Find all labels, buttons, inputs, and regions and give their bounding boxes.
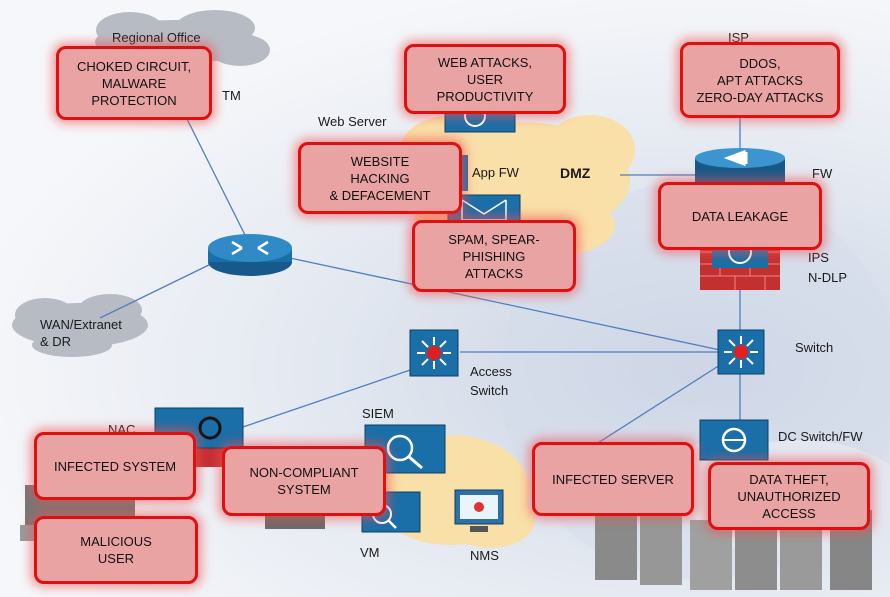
threat-website-hacking: WEBSITE HACKING & DEFACEMENT (298, 142, 462, 214)
vm-label: VM (360, 545, 380, 560)
access-switch-icon (409, 329, 459, 377)
threat-non-compliant: NON-COMPLIANT SYSTEM (222, 446, 386, 516)
nms-label: NMS (470, 548, 499, 563)
threat-web-attacks: WEB ATTACKS, USER PRODUCTIVITY (404, 44, 566, 114)
threat-data-theft: DATA THEFT, UNAUTHORIZED ACCESS (708, 462, 870, 530)
threat-choked-circuit: CHOKED CIRCUIT, MALWARE PROTECTION (56, 46, 212, 120)
dc-switch-firewall-icon (699, 419, 769, 461)
access-switch-label: Access Switch (470, 364, 512, 398)
threat-ddos: DDOS, APT ATTACKS ZERO-DAY ATTACKS (680, 42, 840, 118)
isp-label: ISP (728, 30, 749, 45)
regional-office-label: Regional Office (112, 30, 201, 45)
ndlp-label: N-DLP (808, 270, 848, 285)
switch-label: Switch (795, 340, 834, 355)
web-server-label: Web Server (318, 114, 387, 129)
siem-label: SIEM (362, 406, 394, 421)
core-switch-icon (717, 329, 765, 375)
wan-extranet-label: WAN/Extranet & DR (40, 317, 122, 349)
threat-infected-server: INFECTED SERVER (532, 442, 694, 516)
app-fw-label: App FW (472, 165, 519, 180)
nms-icon (454, 489, 504, 532)
threat-data-leakage: DATA LEAKAGE (658, 182, 822, 250)
fw-label: FW (812, 166, 833, 181)
network-links (99, 104, 741, 449)
dc-switch-fw-label: DC Switch/FW (778, 429, 863, 444)
router-icon (208, 234, 292, 276)
threat-spam-phishing: SPAM, SPEAR- PHISHING ATTACKS (412, 220, 576, 292)
utm-label: TM (222, 88, 241, 103)
threat-malicious-user: MALICIOUS USER (34, 516, 198, 584)
wan-cloud (12, 294, 148, 357)
threat-infected-system: INFECTED SYSTEM (34, 432, 196, 500)
dmz-label: DMZ (560, 165, 591, 181)
regional-office-cloud (95, 10, 270, 66)
ips-label: IPS (808, 250, 829, 265)
